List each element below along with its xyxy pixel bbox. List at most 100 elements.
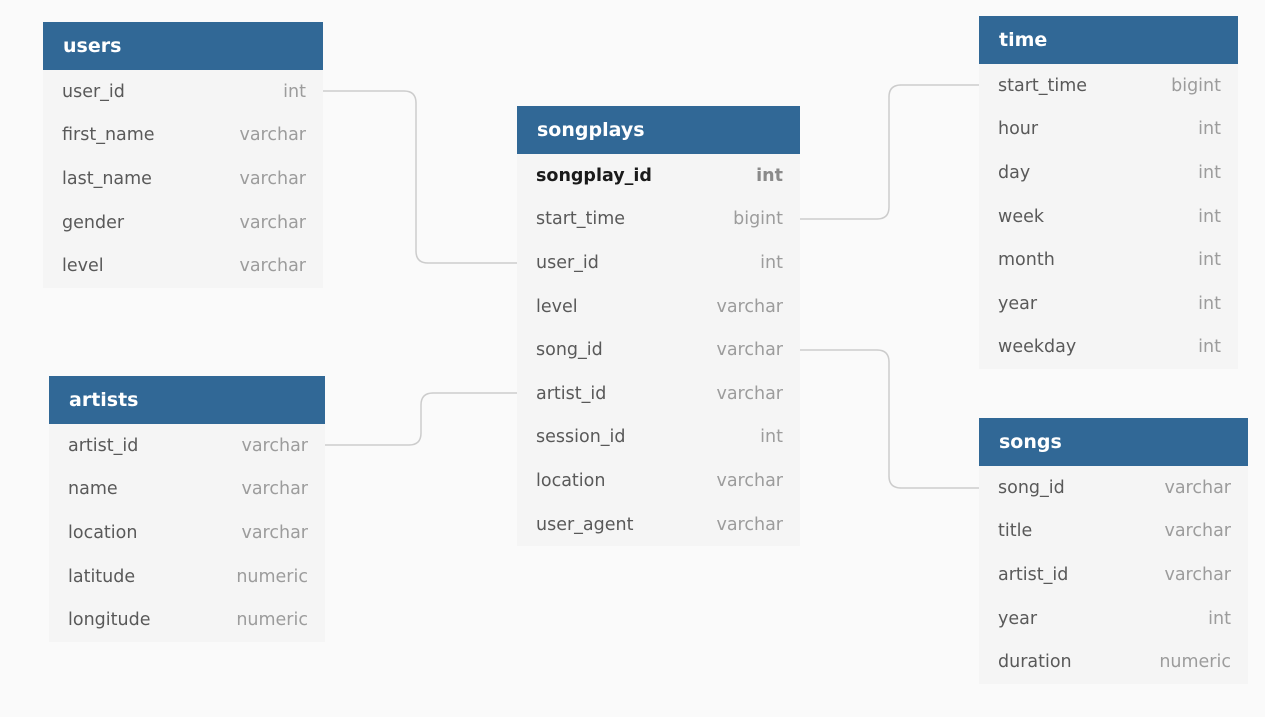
users-table-header[interactable]: users: [43, 22, 323, 70]
column-name: session_id: [536, 427, 626, 448]
column-row[interactable]: level varchar: [43, 244, 323, 288]
column-name: user_agent: [536, 514, 634, 535]
column-name: last_name: [62, 168, 152, 189]
connector-songplays-time: [800, 84, 979, 220]
column-type: numeric: [236, 566, 308, 587]
column-name: duration: [998, 652, 1072, 673]
column-type: int: [1208, 608, 1231, 629]
column-type: varchar: [241, 479, 308, 500]
column-name: latitude: [68, 566, 136, 587]
column-row[interactable]: start_time bigint: [979, 64, 1238, 108]
column-type: varchar: [241, 435, 308, 456]
column-name: location: [68, 522, 138, 543]
column-row[interactable]: day int: [979, 151, 1238, 195]
column-type: int: [1198, 119, 1221, 140]
column-name: hour: [998, 119, 1039, 140]
column-row[interactable]: user_id int: [517, 241, 800, 285]
column-type: int: [756, 165, 783, 186]
column-row[interactable]: songplay_id int: [517, 154, 800, 198]
column-name: song_id: [998, 477, 1065, 498]
column-name: title: [998, 521, 1033, 542]
column-name: month: [998, 250, 1055, 271]
column-name: first_name: [62, 125, 155, 146]
column-type: varchar: [716, 340, 783, 361]
songplays-table-header[interactable]: songplays: [517, 106, 800, 154]
column-row[interactable]: duration numeric: [979, 640, 1248, 684]
column-name: level: [62, 256, 104, 277]
column-type: varchar: [239, 256, 306, 277]
column-type: int: [1198, 206, 1221, 227]
column-type: varchar: [239, 212, 306, 233]
column-row[interactable]: hour int: [979, 108, 1238, 152]
column-row[interactable]: last_name varchar: [43, 157, 323, 201]
column-type: numeric: [1159, 652, 1231, 673]
column-name: level: [536, 296, 578, 317]
column-name: artist_id: [998, 564, 1069, 585]
column-type: bigint: [1171, 75, 1221, 96]
column-name: songplay_id: [536, 165, 652, 186]
songs-table-header[interactable]: songs: [979, 418, 1248, 466]
column-type: varchar: [716, 383, 783, 404]
column-row[interactable]: session_id int: [517, 416, 800, 460]
connector-songplays-songs: [800, 349, 979, 489]
column-type: varchar: [239, 168, 306, 189]
column-row[interactable]: week int: [979, 195, 1238, 239]
column-type: int: [1198, 250, 1221, 271]
column-row[interactable]: song_id varchar: [517, 328, 800, 372]
column-name: start_time: [536, 209, 626, 230]
column-name: gender: [62, 212, 125, 233]
column-name: week: [998, 206, 1044, 227]
column-row[interactable]: gender varchar: [43, 201, 323, 245]
column-row[interactable]: latitude numeric: [49, 555, 325, 599]
column-row[interactable]: artist_id varchar: [49, 424, 325, 468]
column-type: varchar: [1164, 564, 1231, 585]
column-name: start_time: [998, 75, 1088, 96]
connector-users-songplays: [323, 90, 517, 264]
column-type: varchar: [1164, 521, 1231, 542]
column-name: day: [998, 162, 1031, 183]
column-type: int: [760, 427, 783, 448]
time-table[interactable]: time start_time bigint hour int day int week in…: [979, 16, 1238, 370]
column-name: artist_id: [536, 383, 607, 404]
column-name: user_id: [536, 252, 599, 273]
column-type: int: [760, 252, 783, 273]
column-type: varchar: [1164, 477, 1231, 498]
column-row[interactable]: month int: [979, 238, 1238, 282]
column-row[interactable]: year int: [979, 597, 1248, 641]
column-row[interactable]: title varchar: [979, 510, 1248, 554]
connector-artists-songplays: [325, 392, 517, 446]
column-name: artist_id: [68, 435, 139, 456]
column-row[interactable]: artist_id varchar: [979, 553, 1248, 597]
column-name: song_id: [536, 340, 603, 361]
column-name: year: [998, 293, 1038, 314]
artists-table-header[interactable]: artists: [49, 376, 325, 424]
column-row[interactable]: artist_id varchar: [517, 372, 800, 416]
column-name: year: [998, 608, 1038, 629]
column-name: user_id: [62, 81, 125, 102]
column-type: varchar: [716, 296, 783, 317]
column-row[interactable]: song_id varchar: [979, 466, 1248, 510]
time-table-header[interactable]: time: [979, 16, 1238, 64]
column-type: int: [1198, 162, 1221, 183]
column-row[interactable]: level varchar: [517, 285, 800, 329]
